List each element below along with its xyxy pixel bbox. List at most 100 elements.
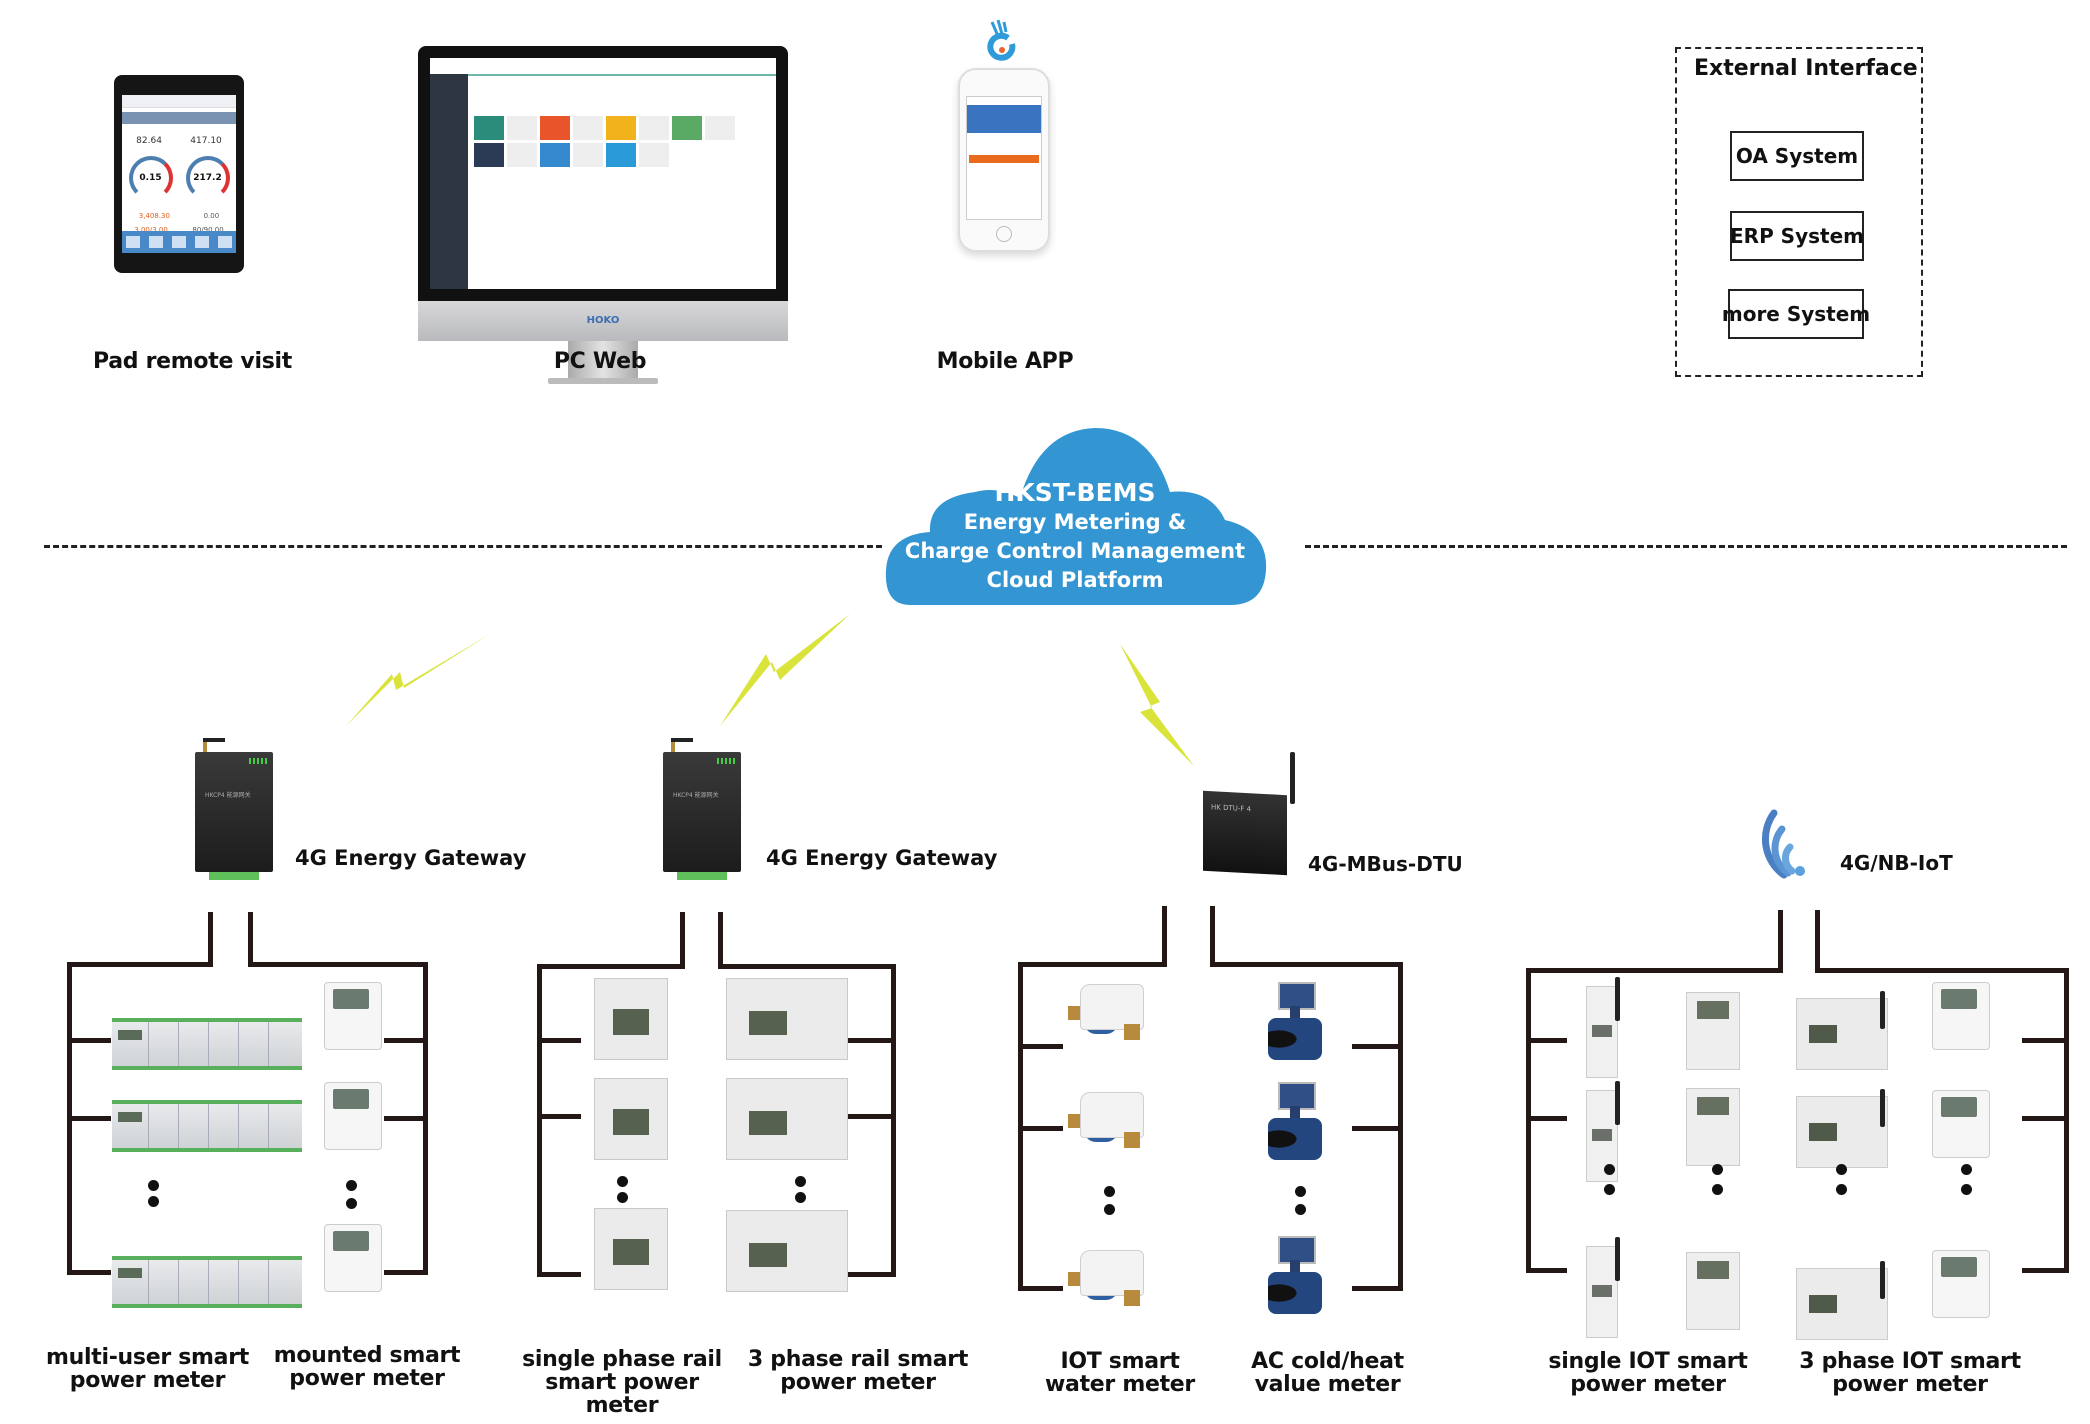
dashboard-sidebar [430,74,468,289]
multi-user-meter [112,1100,302,1152]
bus-wire [1018,1126,1063,1131]
three-phase-iot-mounted-meter [1932,982,1990,1050]
energy-gateway-device-1: HKCP4 能源网关 [195,738,273,880]
pad-tabbar [122,231,236,253]
bus-wire [1778,910,1783,973]
continuation-dot [1961,1164,1972,1175]
wireless-signal-icon [1761,809,1805,879]
bus-wire [1526,1038,1567,1043]
cloud-platform-label: HKST-BEMS Energy Metering & Charge Contr… [890,478,1260,595]
pad-value-1: 82.64 [136,136,162,146]
heat-flow-meter [1264,982,1326,1064]
cloud-subtitle-2: Charge Control Management [904,539,1246,563]
wireless-link-bolt-3 [1120,644,1194,766]
cloud-subtitle-1: Energy Metering & [963,510,1187,534]
bus-wire [537,964,542,1277]
cloud-subtitle-3: Cloud Platform [986,568,1164,592]
heat-flow-meter [1264,1236,1326,1318]
three-phase-iot-mounted-meter [1932,1250,1990,1318]
bus-wire [1352,1044,1403,1049]
bus-wire [1162,906,1167,967]
mounted-meter [324,982,382,1050]
bus-wire [67,1270,111,1275]
separator-line-left [44,545,882,548]
bus-wire [384,1270,428,1275]
three-phase-iot-meter [1796,991,1888,1070]
bus-wire [2022,1038,2069,1043]
pad-stat-1: 3,408.30 [138,212,170,220]
pad-gauge-2: 217.2 [185,156,230,200]
bus-wire [384,1038,428,1043]
mbus-dtu-label: 4G-MBus-DTU [1308,852,1463,876]
pc-web-dashboard [430,58,776,289]
bus-wire [718,912,723,969]
continuation-dot [1961,1184,1972,1195]
continuation-dot [1104,1204,1115,1215]
continuation-dot [148,1196,159,1207]
bus-wire [1815,968,2069,973]
continuation-dot [1295,1186,1306,1197]
external-interface-title: External Interface [1694,56,1918,81]
bus-wire [67,962,213,967]
pad-stat-4: 80/90.00 [192,226,224,234]
bus-wire [208,912,213,967]
bus-wire [1018,962,1167,967]
single-phase-rail-meter [594,1078,668,1160]
iot-water-meter [1068,984,1148,1044]
bus-wire [248,962,428,967]
bus-wire [1210,962,1403,967]
continuation-dot [346,1180,357,1191]
iot-water-meter [1068,1092,1148,1152]
home-button-icon [996,226,1012,242]
pad-screen: 82.64 417.10 0.15 217.2 3,408.30 0.00 3.… [122,95,236,253]
three-phase-rail-meter [726,1078,848,1160]
pad-device-image: 82.64 417.10 0.15 217.2 3,408.30 0.00 3.… [114,75,244,273]
erp-system-box: ERP System [1730,211,1864,261]
gateway-label-2: 4G Energy Gateway [766,846,998,870]
continuation-dot [617,1176,628,1187]
single-iot-rail-meter [1586,1237,1620,1338]
continuation-dot [1836,1164,1847,1175]
single-iot-meter [1686,1088,1740,1166]
dtu-antenna [1290,752,1295,804]
three-phase-iot-mounted-meter [1932,1090,1990,1158]
pad-value-2: 417.10 [190,136,222,146]
pc-monitor-image [418,46,788,301]
gateway-device-text: HKCP4 能源网关 [673,792,719,799]
three-phase-iot-meter [1796,1089,1888,1168]
bus-wire [1526,1116,1567,1121]
mounted-meter [324,1224,382,1292]
gateway-device-text: HKCP4 能源网关 [205,792,251,799]
wireless-link-bolt-1 [346,634,490,726]
bus-wire [1352,1286,1403,1291]
bus-wire [1352,1126,1403,1131]
bus-wire [680,912,685,969]
wireless-link-bolt-2 [720,614,850,726]
continuation-dot [795,1192,806,1203]
heat-flow-meter [1264,1082,1326,1164]
bus-wire [537,964,685,969]
separator-line-right [1305,545,2067,548]
continuation-dot [1604,1184,1615,1195]
bus-wire [1018,1044,1063,1049]
iot-water-meter [1068,1250,1148,1310]
multi-user-meter [112,1256,302,1308]
continuation-dot [1104,1186,1115,1197]
continuation-dot [1836,1184,1847,1195]
monitor-base [548,378,658,384]
bus-wire [67,1038,111,1043]
continuation-dot [346,1198,357,1209]
bus-wire [891,964,896,1277]
pad-stat-3: 3.00/3.00 [134,226,168,234]
pad-gauge-1: 0.15 [128,156,173,200]
bus-wire [1018,1286,1063,1291]
bus-wire [1526,1268,1567,1273]
continuation-dot [1712,1164,1723,1175]
bus-wire [2022,1116,2069,1121]
